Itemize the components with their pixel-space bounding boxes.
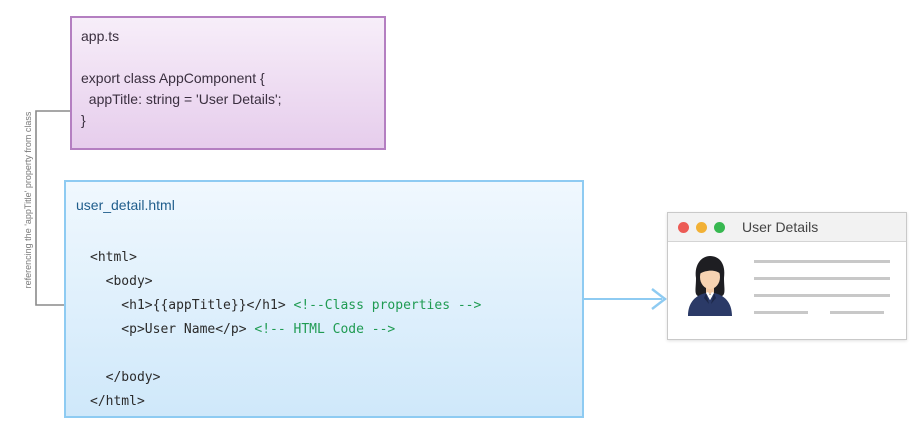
- content-line: [754, 260, 890, 263]
- minimize-dot-icon[interactable]: [696, 222, 707, 233]
- browser-content: [668, 242, 906, 339]
- maximize-dot-icon[interactable]: [714, 222, 725, 233]
- render-arrow-head: [651, 288, 667, 310]
- reference-label-text: referencing the 'appTitle' property from…: [23, 111, 33, 289]
- html-code-block: <html> <body> <h1>{{appTitle}}</h1> <!--…: [90, 246, 481, 414]
- close-dot-icon[interactable]: [678, 222, 689, 233]
- content-line: [754, 294, 890, 297]
- browser-title-bar: User Details: [668, 213, 906, 242]
- browser-title: User Details: [742, 219, 819, 235]
- html-code-line: <html>: [90, 250, 137, 265]
- html-code-line: [90, 342, 481, 366]
- html-code-line: </html>: [90, 394, 145, 409]
- user-detail-html-file-box: user_detail.html <html> <body> <h1>{{app…: [64, 180, 584, 418]
- html-filename: user_detail.html: [76, 197, 175, 213]
- browser-window: User Details: [667, 212, 907, 340]
- content-line: [830, 311, 884, 314]
- app-ts-file-box: app.ts export class AppComponent { appTi…: [70, 16, 386, 150]
- app-ts-line-3: appTitle: string = 'User Details';: [81, 91, 282, 107]
- html-code-comment: <!-- HTML Code -->: [254, 322, 396, 337]
- class-properties-comment: <!--Class properties -->: [293, 298, 482, 313]
- html-code-line: </body>: [90, 370, 161, 385]
- user-avatar-icon: [688, 256, 732, 316]
- content-line: [754, 277, 890, 280]
- app-ts-filename: app.ts: [81, 28, 120, 44]
- app-ts-line-1: [81, 47, 375, 68]
- html-code-line-h1: <h1>{{appTitle}}</h1> <!--Class properti…: [90, 298, 482, 313]
- app-ts-line-2: export class AppComponent {: [81, 70, 265, 86]
- content-line: [754, 311, 808, 314]
- html-code-line: <body>: [90, 274, 153, 289]
- html-code-line-p: <p>User Name</p> <!-- HTML Code -->: [90, 322, 396, 337]
- app-ts-line-4: }: [81, 112, 86, 128]
